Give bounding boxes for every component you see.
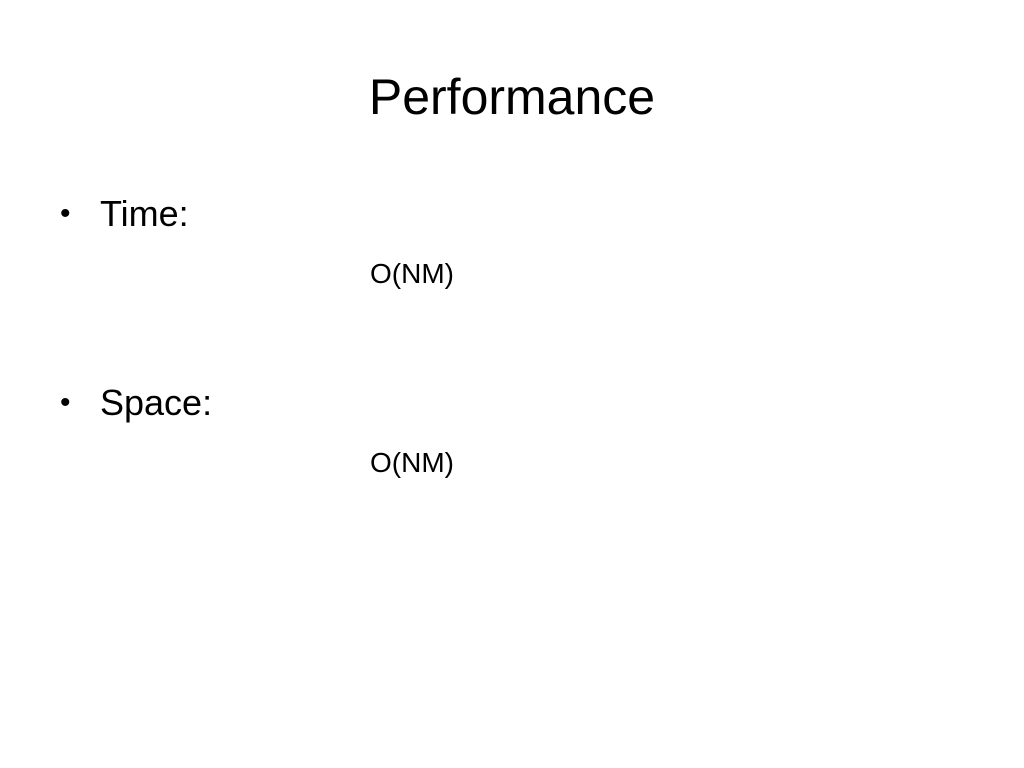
bullet-item-time: • Time: — [60, 190, 189, 238]
bullet-label-space: Space: — [100, 382, 213, 423]
bullet-item-space: • Space: — [60, 379, 212, 427]
space-complexity-value: O(NM) — [370, 447, 454, 478]
slide-title: Performance — [368, 69, 656, 125]
time-complexity-value: O(NM) — [370, 258, 454, 289]
bullet-label-time: Time: — [100, 193, 189, 234]
bullet-marker: • — [60, 197, 71, 230]
bullet-marker: • — [60, 386, 71, 419]
